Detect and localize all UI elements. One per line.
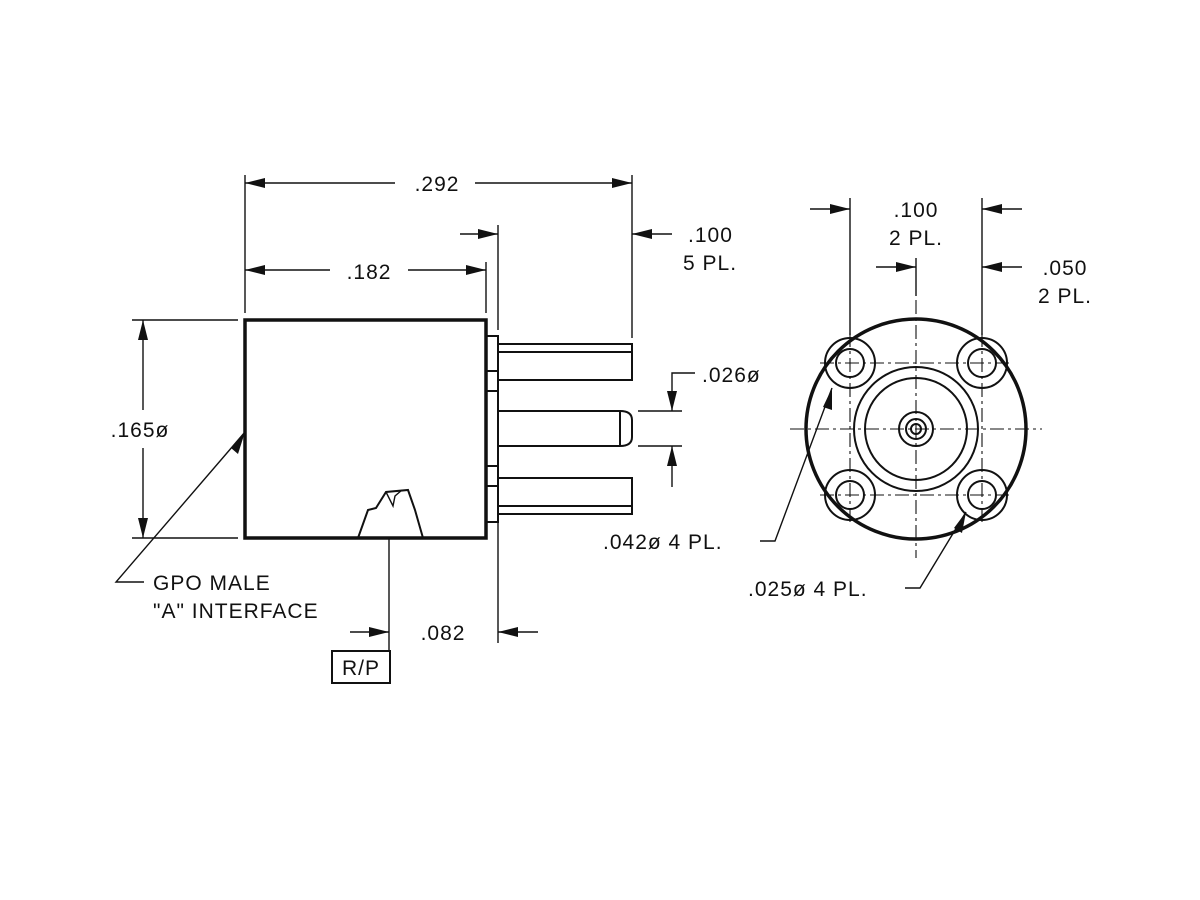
body-step-top	[485, 320, 499, 350]
dim-body-diameter-label: .165ø	[111, 419, 170, 442]
dim-body-length: .182	[245, 261, 487, 313]
pin-hole-top-left	[824, 337, 876, 389]
pin-bottom	[497, 477, 633, 515]
center-contact-core	[910, 423, 922, 435]
pin-diameter-callout: .042ø 4 PL.	[603, 387, 833, 554]
flange-bump-bottom	[485, 465, 499, 487]
dim-center-pin-diameter-label: .026ø	[702, 364, 761, 387]
center-contact-outer	[898, 411, 934, 447]
center-contact-inner	[905, 418, 927, 440]
dim-end-spacing: .100 2 PL.	[810, 198, 1022, 335]
body-ring-inner	[864, 377, 968, 481]
dim-overall-length: .292	[244, 173, 633, 338]
side-view: .292 .182 .100 5 PL.	[111, 173, 761, 684]
dim-ref-offset-label: .082	[421, 622, 466, 645]
end-view: .100 2 PL. .050 2 PL. .042ø 4 PL. .025ø …	[603, 198, 1092, 601]
interface-callout: GPO MALE "A" INTERFACE	[114, 431, 319, 623]
dim-overall-length-label: .292	[415, 173, 460, 196]
dim-body-diameter: .165ø	[111, 319, 238, 539]
dim-pin-pitch-label: .100	[688, 224, 733, 247]
body-step-bottom	[485, 507, 499, 538]
pin-hole-bottom-left	[824, 469, 876, 521]
dim-pin-pitch-note: 5 PL.	[683, 252, 737, 275]
dim-end-offset: .050 2 PL.	[876, 257, 1092, 308]
dim-end-spacing-note: 2 PL.	[889, 227, 943, 250]
dim-end-offset-label: .050	[1043, 257, 1088, 280]
dim-center-pin-diameter: .026ø	[638, 364, 761, 487]
pin-hole-top-right	[956, 337, 1008, 389]
pin-diameter-label: .042ø 4 PL.	[603, 531, 723, 554]
interface-label-line1: GPO MALE	[153, 572, 271, 595]
connector-body	[243, 318, 488, 540]
breakout-inner	[385, 489, 403, 509]
breakout-section	[356, 488, 425, 539]
body-ring-outer	[853, 366, 979, 492]
pin-top	[497, 343, 633, 381]
flange-bump-top	[485, 370, 499, 392]
ref-plane-box: R/P	[331, 650, 391, 684]
dim-end-spacing-label: .100	[894, 199, 939, 222]
pin-center	[497, 410, 633, 447]
hole-diameter-label: .025ø 4 PL.	[748, 578, 868, 601]
dim-pin-pitch: .100 5 PL.	[460, 224, 737, 330]
dim-body-length-label: .182	[347, 261, 392, 284]
ref-plane-label: R/P	[342, 657, 380, 680]
pin-hole-bottom-right	[956, 469, 1008, 521]
dim-ref-offset: .082	[350, 522, 538, 650]
interface-label-line2: "A" INTERFACE	[153, 600, 319, 623]
dim-end-offset-note: 2 PL.	[1038, 285, 1092, 308]
hole-diameter-callout: .025ø 4 PL.	[748, 511, 967, 601]
flange-outline	[804, 317, 1028, 541]
